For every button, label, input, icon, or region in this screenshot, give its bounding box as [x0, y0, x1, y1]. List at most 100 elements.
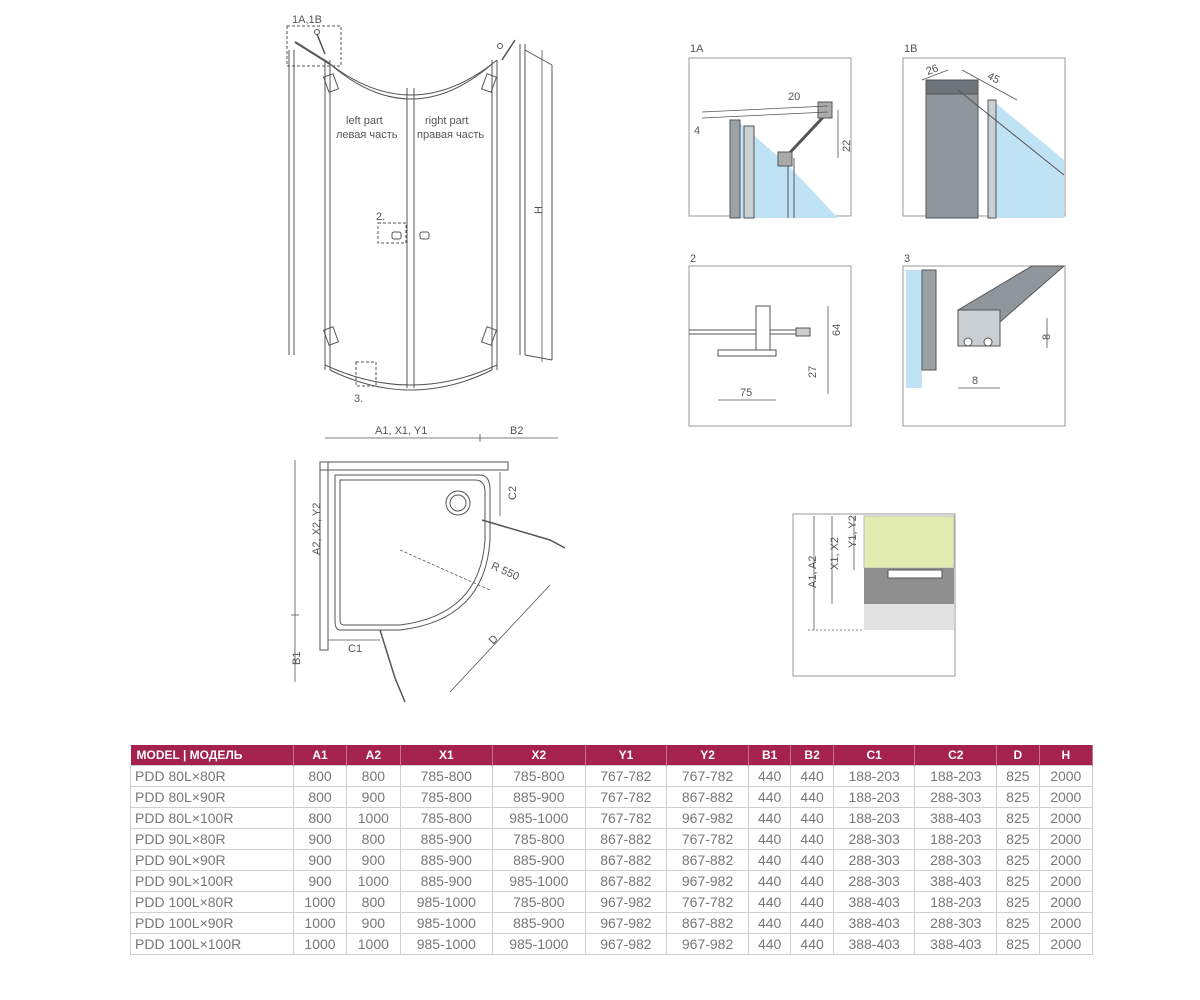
table-cell: 440 [747, 828, 792, 850]
table-cell: PDD 80L×100R [130, 807, 294, 829]
table-cell: 440 [747, 765, 792, 787]
table-cell: 388-403 [832, 912, 916, 934]
table-cell: 885-900 [399, 870, 494, 892]
table-cell: 767-782 [584, 765, 668, 787]
table-header-cell: B2 [790, 745, 834, 766]
table-cell: 825 [996, 765, 1040, 787]
table-cell: 440 [747, 807, 792, 829]
table-cell: 1000 [346, 870, 401, 892]
table-cell: PDD 80L×80R [130, 765, 294, 787]
section-label-x: X1, X2 [829, 537, 841, 570]
detail-3-frame [902, 265, 1066, 427]
left-part-ru-label: левая часть [336, 129, 398, 141]
table-cell: 967-982 [666, 933, 749, 955]
table-cell: 440 [790, 912, 834, 934]
table-cell: 867-882 [584, 849, 668, 871]
table-cell: 785-800 [492, 828, 586, 850]
detail-2-drawing: 2 64 27 75 [688, 253, 852, 427]
table-cell: 825 [996, 933, 1040, 955]
table-cell: 967-982 [666, 807, 749, 829]
table-cell: 900 [292, 828, 348, 850]
table-cell: 288-303 [914, 786, 998, 808]
section-dimensions-drawing: A1, A2 X1, X2 Y1, Y2 [792, 513, 956, 677]
table-cell: 440 [790, 828, 834, 850]
table-cell: 1000 [292, 912, 348, 934]
table-cell: PDD 90L×100R [130, 870, 294, 892]
table-cell: 985-1000 [399, 912, 494, 934]
table-cell: 288-303 [832, 870, 916, 892]
table-header-cell: D [996, 745, 1040, 766]
table-header-cell: Y1 [585, 745, 668, 766]
table-cell: 825 [996, 912, 1040, 934]
plan-top-dim-a: A1, X1, Y1 [375, 425, 427, 437]
table-cell: 867-882 [584, 870, 668, 892]
table-cell: 1000 [346, 933, 401, 955]
detail-3-title: 3 [904, 253, 910, 265]
table-header-cell: Y2 [666, 745, 749, 766]
table-cell: 188-203 [914, 828, 998, 850]
detail-1a-dim-20: 20 [788, 91, 800, 103]
table-cell: 785-800 [399, 765, 494, 787]
left-part-en-label: left part [346, 115, 383, 127]
table-cell: 900 [346, 786, 401, 808]
table-cell: 785-800 [399, 786, 494, 808]
table-header-cell: C1 [833, 745, 916, 766]
table-cell: 800 [346, 828, 401, 850]
table-cell: 985-1000 [492, 870, 586, 892]
table-cell: 985-1000 [399, 891, 494, 913]
plan-radius-label: R 550 [489, 560, 521, 583]
table-cell: 1000 [292, 891, 348, 913]
table-cell: 867-882 [666, 786, 749, 808]
table-cell: 440 [790, 933, 834, 955]
detail-1b-drawing: 1B 26 45 [902, 43, 1066, 219]
table-header-cell: MODEL | МОДЕЛЬ [130, 745, 294, 766]
table-cell: 388-403 [914, 807, 998, 829]
right-part-ru-label: правая часть [417, 129, 484, 141]
detail-3-dim-8h: 8 [972, 375, 978, 387]
table-cell: 967-982 [584, 912, 668, 934]
plan-c2-label: C2 [507, 486, 519, 500]
table-cell: 2000 [1038, 870, 1094, 892]
table-cell: 2000 [1038, 912, 1094, 934]
detail-1b-title: 1B [904, 43, 917, 55]
detail-1b-frame [902, 57, 1066, 217]
table-cell: 825 [996, 870, 1040, 892]
plan-c1-label: C1 [348, 643, 362, 655]
section-label-y: Y1, Y2 [847, 515, 859, 548]
table-cell: 900 [346, 849, 401, 871]
table-cell: 767-782 [666, 828, 749, 850]
table-cell: 188-203 [914, 765, 998, 787]
table-cell: 440 [790, 849, 834, 871]
table-header-cell: X2 [492, 745, 586, 766]
plan-left-dim-a: A2, X2, Y2 [311, 503, 323, 555]
detail-1a-dim-22: 22 [841, 140, 853, 152]
table-cell: 985-1000 [492, 807, 586, 829]
detail-2-dim-75: 75 [740, 387, 752, 399]
table-header-cell: A1 [293, 745, 348, 766]
section-label-a: A1, A2 [807, 556, 819, 588]
table-cell: 900 [346, 912, 401, 934]
table-cell: 440 [747, 891, 792, 913]
table-cell: 188-203 [832, 765, 916, 787]
table-cell: 440 [790, 891, 834, 913]
table-cell: PDD 90L×80R [130, 828, 294, 850]
table-cell: 867-882 [666, 912, 749, 934]
front-elevation-drawing: 1A,1B 2. 3. left part левая часть right … [286, 14, 553, 405]
detail-1a-title: 1A [690, 43, 704, 55]
table-cell: 825 [996, 891, 1040, 913]
table-cell: 288-303 [914, 849, 998, 871]
table-cell: 885-900 [492, 786, 586, 808]
table-cell: 785-800 [492, 765, 586, 787]
table-cell: 2000 [1038, 891, 1094, 913]
table-cell: 440 [747, 849, 792, 871]
callout-3-label: 3. [354, 393, 363, 405]
table-cell: 967-982 [584, 933, 668, 955]
